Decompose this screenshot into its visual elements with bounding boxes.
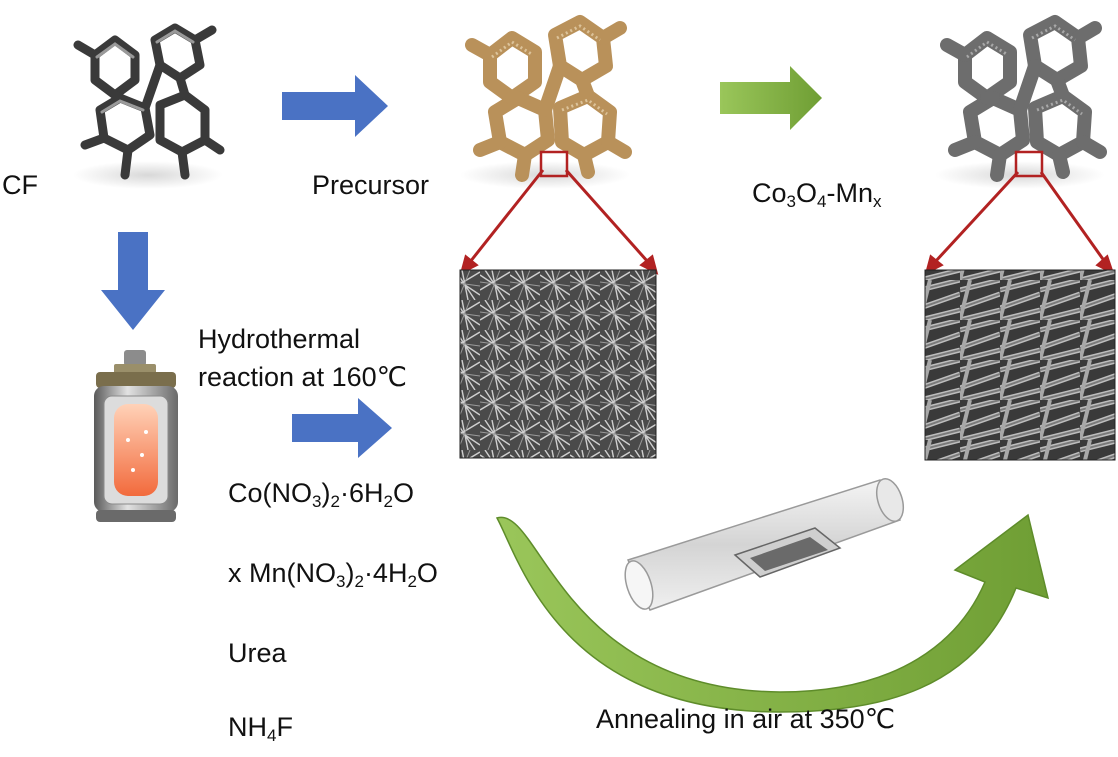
arrow-hydrothermal-to-sem	[292, 398, 392, 458]
reagent-manganese-nitrate: x Mn(NO3)2·4H2O	[228, 558, 438, 591]
annealing-label: Annealing in air at 350℃	[596, 704, 896, 734]
arrow-cf-to-precursor	[282, 75, 388, 137]
reagent-ammonium-fluoride: NH4F	[228, 712, 293, 745]
product-sem-image	[924, 269, 1116, 461]
product-callout-lines	[924, 170, 1115, 275]
precursor-sem-image	[459, 269, 657, 459]
arrow-cf-down	[101, 232, 165, 330]
tube-furnace-image	[624, 478, 905, 611]
cf-foam-image	[73, 23, 225, 189]
product-zoom-box	[1014, 150, 1044, 178]
reagent-list: Co(NO3)2·6H2O x Mn(NO3)2·4H2O Urea NH4F	[228, 468, 528, 748]
hydrothermal-label-line1: Hydrothermal	[198, 324, 361, 354]
precursor-callout-lines	[459, 169, 659, 275]
product-foam-image	[935, 15, 1107, 189]
hydrothermal-label-line2: reaction at 160℃	[198, 362, 407, 392]
precursor-label: Precursor	[312, 170, 430, 200]
autoclave-image	[94, 350, 178, 522]
product-label: Co3O4-Mnx	[752, 178, 882, 211]
arrow-precursor-to-product	[720, 66, 822, 130]
reagent-cobalt-nitrate: Co(NO3)2·6H2O	[228, 478, 414, 511]
reagent-urea: Urea	[228, 638, 287, 668]
precursor-foam-image	[460, 15, 632, 189]
annealing-curved-arrow	[495, 513, 1050, 713]
precursor-zoom-box	[539, 150, 569, 178]
cf-label: CF	[2, 170, 38, 200]
